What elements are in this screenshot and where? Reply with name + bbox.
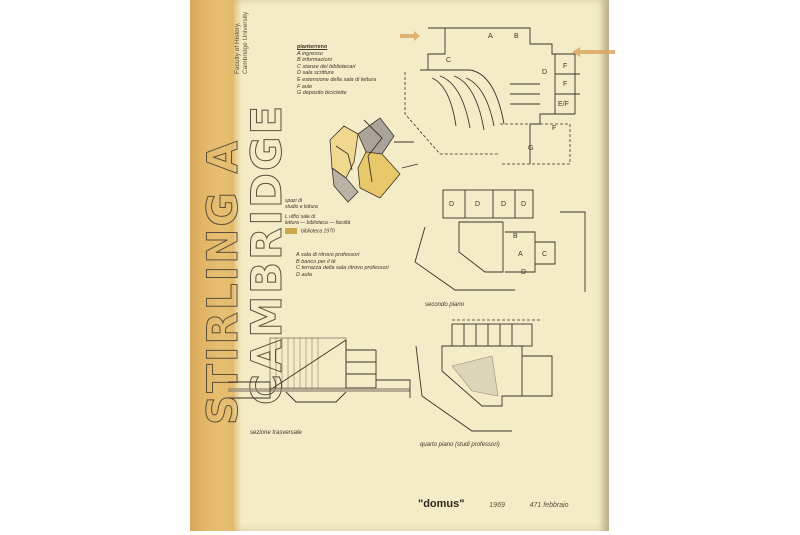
svg-text:C: C — [542, 251, 547, 258]
svg-text:G: G — [528, 145, 533, 152]
magazine-footer: "domus" 1969 471 febbraio — [418, 498, 591, 510]
svg-text:D: D — [521, 201, 526, 208]
isometric-drawing — [329, 117, 419, 203]
svg-text:D: D — [475, 201, 480, 208]
svg-text:D: D — [542, 69, 547, 76]
ground-floor-plan: A B C D F F E/F F G — [400, 27, 615, 165]
fourth-floor-plan — [415, 319, 553, 432]
svg-text:D: D — [501, 201, 506, 208]
svg-text:A: A — [518, 251, 523, 258]
svg-text:D: D — [449, 201, 454, 208]
cross-section-drawing — [228, 337, 411, 403]
svg-text:A: A — [488, 33, 493, 40]
magazine-page: Faculty of History, Cambridge University… — [190, 0, 609, 531]
section-caption: sezione trasversale — [250, 430, 302, 436]
magazine-name: "domus" — [418, 498, 465, 510]
spine-edge — [234, 0, 242, 531]
isometric-notes: spazi di studio e lettura L uffici sale … — [285, 198, 351, 235]
svg-text:C: C — [446, 57, 451, 64]
svg-text:B: B — [514, 33, 519, 40]
second-floor-plan: D D D D A C D B — [414, 189, 586, 292]
svg-text:F: F — [552, 125, 556, 132]
yellow-swatch — [285, 228, 297, 234]
yellow-spine-band — [190, 0, 234, 531]
svg-text:D: D — [521, 269, 526, 276]
magazine-issue: 471 febbraio — [529, 502, 569, 509]
ground-floor-legend: pianterreno A ingresso B informazioni C … — [297, 44, 377, 97]
faculty-subtitle: Faculty of History, Cambridge University — [234, 11, 249, 74]
magazine-year: 1969 — [489, 502, 505, 509]
svg-text:F: F — [563, 81, 567, 88]
upper-floor-notes: A sala di ritrovo professori B banco per… — [296, 252, 389, 278]
svg-text:B: B — [513, 233, 518, 240]
fourth-floor-caption: quarto piano (studi professori) — [420, 442, 500, 448]
svg-text:F: F — [563, 63, 567, 70]
second-floor-caption: secondo piano — [425, 302, 465, 308]
svg-text:E/F: E/F — [558, 101, 569, 108]
